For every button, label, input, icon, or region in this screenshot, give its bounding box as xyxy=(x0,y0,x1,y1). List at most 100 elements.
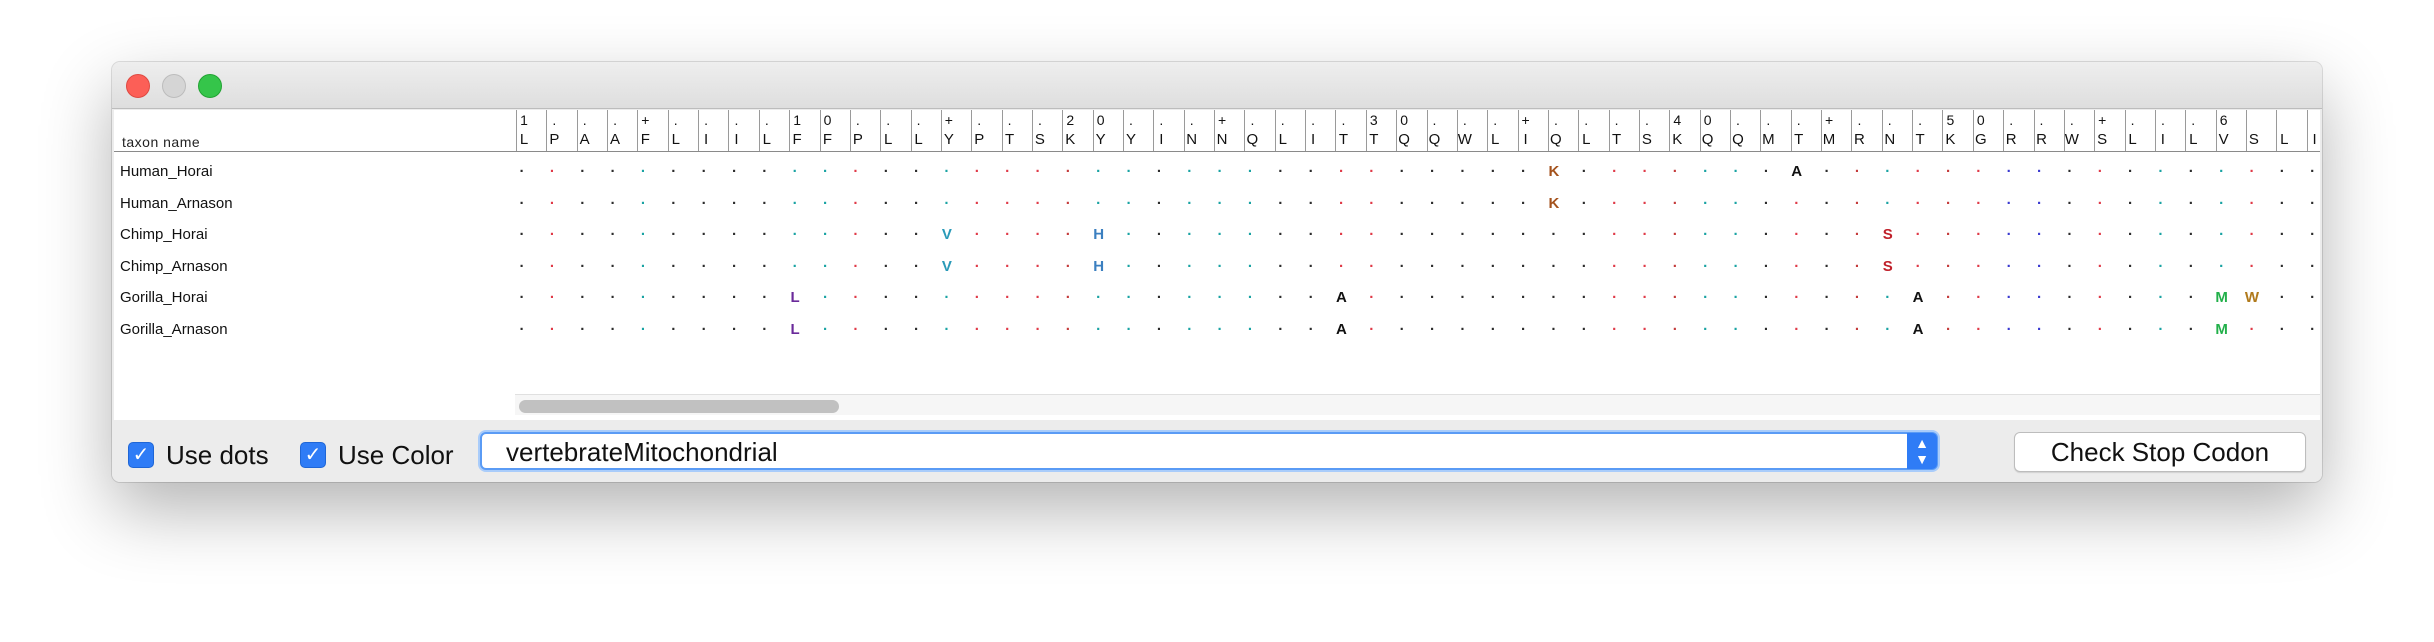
residue-substitution[interactable]: L xyxy=(790,289,800,307)
residue-match-dot[interactable]: · xyxy=(1156,194,1162,212)
residue-match-dot[interactable]: · xyxy=(1308,194,1314,212)
residue-match-dot[interactable]: · xyxy=(1976,289,1982,307)
residue-substitution[interactable]: S xyxy=(1882,257,1893,275)
residue-match-dot[interactable]: · xyxy=(2310,321,2316,338)
residue-match-dot[interactable]: · xyxy=(1551,226,1557,244)
residue-match-dot[interactable]: · xyxy=(1521,194,1527,212)
residue-match-dot[interactable]: · xyxy=(1612,321,1618,338)
reference-residue[interactable]: L xyxy=(2280,131,2289,148)
residue-substitution[interactable]: L xyxy=(790,321,800,338)
residue-match-dot[interactable]: · xyxy=(519,289,525,307)
residue-match-dot[interactable]: · xyxy=(853,226,859,244)
residue-match-dot[interactable]: · xyxy=(944,194,950,212)
residue-match-dot[interactable]: · xyxy=(2067,194,2073,212)
residue-match-dot[interactable]: · xyxy=(1581,257,1587,275)
taxon-name[interactable]: Gorilla_Arnason xyxy=(120,321,228,338)
residue-match-dot[interactable]: · xyxy=(1126,194,1132,212)
residue-match-dot[interactable]: · xyxy=(2188,289,2194,307)
residue-match-dot[interactable]: · xyxy=(1824,289,1830,307)
residue-match-dot[interactable]: · xyxy=(2249,257,2255,275)
residue-match-dot[interactable]: · xyxy=(1126,226,1132,244)
residue-match-dot[interactable]: · xyxy=(2158,163,2164,180)
residue-match-dot[interactable]: · xyxy=(1854,194,1860,212)
residue-match-dot[interactable]: · xyxy=(1338,163,1344,180)
residue-match-dot[interactable]: · xyxy=(914,321,920,338)
residue-match-dot[interactable]: · xyxy=(974,163,980,180)
reference-residue[interactable]: M xyxy=(1822,131,1836,148)
residue-match-dot[interactable]: · xyxy=(792,194,798,212)
residue-match-dot[interactable]: · xyxy=(1581,163,1587,180)
residue-match-dot[interactable]: · xyxy=(1278,226,1284,244)
residue-match-dot[interactable]: · xyxy=(1490,321,1496,338)
residue-match-dot[interactable]: · xyxy=(1308,257,1314,275)
residue-match-dot[interactable]: · xyxy=(1854,257,1860,275)
residue-match-dot[interactable]: · xyxy=(1126,163,1132,180)
residue-match-dot[interactable]: · xyxy=(580,226,586,244)
residue-match-dot[interactable]: · xyxy=(731,194,737,212)
residue-match-dot[interactable]: · xyxy=(762,226,768,244)
residue-match-dot[interactable]: · xyxy=(1247,257,1253,275)
taxon-name[interactable]: Human_Horai xyxy=(120,163,213,180)
residue-match-dot[interactable]: · xyxy=(2067,163,2073,180)
reference-residue[interactable]: R xyxy=(2036,131,2047,148)
residue-match-dot[interactable]: · xyxy=(1521,163,1527,180)
residue-match-dot[interactable]: · xyxy=(1672,289,1678,307)
residue-match-dot[interactable]: · xyxy=(2097,289,2103,307)
residue-match-dot[interactable]: · xyxy=(1521,257,1527,275)
residue-match-dot[interactable]: · xyxy=(1247,226,1253,244)
reference-residue[interactable]: T xyxy=(1338,131,1349,148)
residue-match-dot[interactable]: · xyxy=(701,163,707,180)
reference-residue[interactable]: N xyxy=(1884,131,1896,148)
residue-match-dot[interactable]: · xyxy=(762,194,768,212)
residue-match-dot[interactable]: · xyxy=(1217,289,1223,307)
residue-match-dot[interactable]: · xyxy=(2188,257,2194,275)
residue-match-dot[interactable]: · xyxy=(1945,289,1951,307)
use-color-label[interactable]: Use Color xyxy=(338,440,454,470)
reference-residue[interactable]: Q xyxy=(1398,131,1410,148)
reference-residue[interactable]: K xyxy=(1065,131,1076,148)
residue-match-dot[interactable]: · xyxy=(2067,226,2073,244)
residue-match-dot[interactable]: · xyxy=(2037,257,2042,275)
residue-match-dot[interactable]: · xyxy=(2249,194,2255,212)
reference-residue[interactable]: L xyxy=(1582,131,1591,148)
reference-residue[interactable]: S xyxy=(1034,131,1045,148)
residue-match-dot[interactable]: · xyxy=(1915,163,1921,180)
residue-match-dot[interactable]: · xyxy=(1581,226,1587,244)
residue-match-dot[interactable]: · xyxy=(792,226,798,244)
residue-match-dot[interactable]: · xyxy=(1824,194,1830,212)
residue-match-dot[interactable]: · xyxy=(671,321,677,338)
residue-match-dot[interactable]: · xyxy=(1338,257,1344,275)
residue-match-dot[interactable]: · xyxy=(2097,257,2103,275)
residue-match-dot[interactable]: · xyxy=(671,257,677,275)
residue-match-dot[interactable]: · xyxy=(762,163,768,180)
residue-match-dot[interactable]: · xyxy=(1005,226,1011,244)
residue-substitution[interactable]: V xyxy=(941,257,952,275)
reference-residue[interactable]: V xyxy=(2218,131,2229,148)
residue-match-dot[interactable]: · xyxy=(549,289,555,307)
residue-match-dot[interactable]: · xyxy=(1642,257,1648,275)
residue-match-dot[interactable]: · xyxy=(1005,321,1011,338)
residue-match-dot[interactable]: · xyxy=(762,321,768,338)
reference-residue[interactable]: K xyxy=(1945,131,1956,148)
residue-match-dot[interactable]: · xyxy=(1915,194,1921,212)
residue-match-dot[interactable]: · xyxy=(944,163,950,180)
residue-match-dot[interactable]: · xyxy=(1430,257,1435,275)
residue-substitution[interactable]: H xyxy=(1093,226,1105,244)
residue-match-dot[interactable]: · xyxy=(519,194,525,212)
residue-match-dot[interactable]: · xyxy=(1035,226,1041,244)
residue-match-dot[interactable]: · xyxy=(853,163,859,180)
residue-match-dot[interactable]: · xyxy=(640,321,646,338)
reference-residue[interactable]: W xyxy=(2064,131,2079,148)
residue-match-dot[interactable]: · xyxy=(823,226,828,244)
residue-match-dot[interactable]: · xyxy=(1521,226,1527,244)
residue-match-dot[interactable]: · xyxy=(2067,257,2073,275)
reference-residue[interactable]: I xyxy=(2312,131,2317,148)
reference-residue[interactable]: Q xyxy=(1428,131,1441,148)
residue-match-dot[interactable]: · xyxy=(2158,194,2164,212)
residue-match-dot[interactable]: · xyxy=(701,321,707,338)
residue-match-dot[interactable]: · xyxy=(1217,257,1223,275)
residue-match-dot[interactable]: · xyxy=(1308,163,1314,180)
residue-match-dot[interactable]: · xyxy=(671,163,677,180)
residue-match-dot[interactable]: · xyxy=(640,163,646,180)
residue-match-dot[interactable]: · xyxy=(731,226,737,244)
